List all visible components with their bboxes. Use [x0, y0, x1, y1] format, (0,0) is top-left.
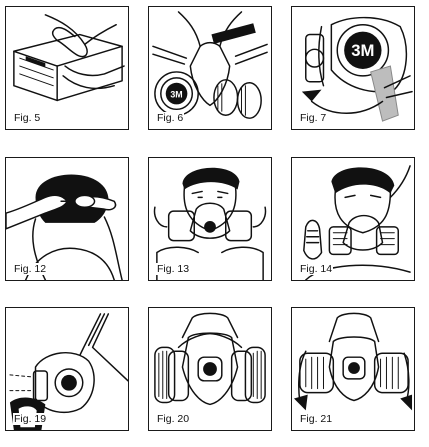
figure-label: Fig. 5	[13, 112, 42, 124]
figure-label: Fig. 7	[299, 112, 328, 124]
figure-panel-5: Fig. 5	[5, 6, 129, 130]
figure-panel-13: Fig. 13	[148, 157, 272, 281]
figure-panel-6: 3M Fig. 6	[148, 6, 272, 130]
figure-panel-14: Fig. 14	[291, 157, 415, 281]
figure-label: Fig. 20	[156, 413, 191, 425]
figure-label: Fig. 14	[299, 263, 334, 275]
figure-label: Fig. 6	[156, 112, 185, 124]
figure-label: Fig. 13	[156, 263, 191, 275]
respirator-cartridge-icon: 3M	[152, 11, 268, 119]
figure-panel-20: Fig. 20	[148, 307, 272, 431]
figure-panel-21: Fig. 21	[291, 307, 415, 431]
figure-panel-19: Fig. 19	[5, 307, 129, 431]
cartridge-twist-icon: 3M	[301, 16, 413, 122]
valve-cover-icon	[9, 313, 128, 430]
figure-label: Fig. 21	[299, 413, 334, 425]
seal-check-icon	[303, 165, 411, 280]
mask-fitting-icon	[153, 167, 267, 280]
mask-filters-icon	[154, 312, 266, 406]
figure-label: Fig. 12	[13, 263, 48, 275]
hand-pressing-filter-icon	[13, 14, 125, 102]
cartridge-logo: 3M	[170, 90, 182, 100]
filter-removal-icon	[293, 312, 413, 411]
figure-panel-12: Fig. 12	[5, 157, 129, 281]
head-straps-icon	[6, 174, 123, 280]
cartridge-logo: 3M	[351, 41, 374, 60]
figure-panel-7: 3M Fig. 7	[291, 6, 415, 130]
figure-label: Fig. 19	[13, 413, 48, 425]
